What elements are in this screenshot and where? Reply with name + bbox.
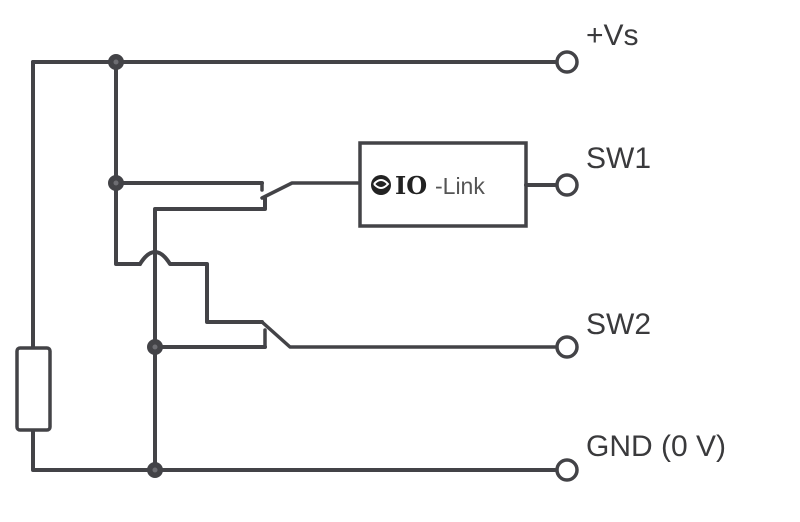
label-vs: +Vs [586,19,639,52]
io-link-logo-icon [371,175,391,195]
junction-sw2 [147,339,163,355]
io-link-prefix: IO [395,171,427,200]
junction-sw1 [108,175,124,191]
wire-crossover [138,250,264,324]
terminal-vs [555,50,579,74]
terminal-sw1 [555,173,579,197]
resistor [15,346,52,432]
io-link-suffix: -Link [435,173,485,199]
left-loop-bottom [31,428,557,472]
terminal-gnd [555,458,579,482]
sw2-blade [260,320,557,349]
junction-gnd [147,462,163,478]
terminal-sw2 [555,335,579,359]
sw1-blade [260,181,360,200]
vs-bus [114,60,142,266]
label-gnd: GND (0 V) [586,430,726,463]
sw1-return [153,196,267,472]
label-sw1: SW1 [586,142,651,175]
junction-vs [108,54,124,70]
label-sw2: SW2 [586,308,651,341]
